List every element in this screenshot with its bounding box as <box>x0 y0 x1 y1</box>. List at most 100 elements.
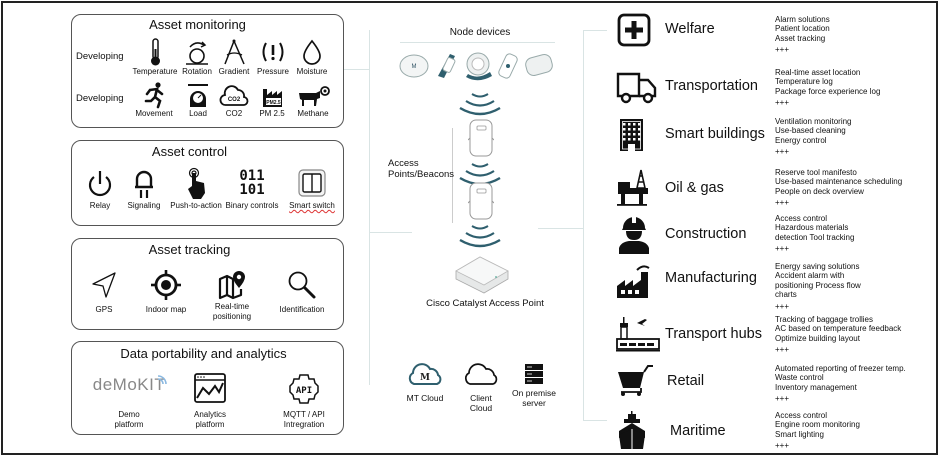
domain-retail: Retail Automated reporting of freezer te… <box>615 364 935 408</box>
domain-name: Retail <box>667 373 705 389</box>
feature-item: Smart lighting <box>775 429 824 439</box>
domain-manufacturing: Manufacturing Energy saving solutions Ac… <box>615 262 935 311</box>
feature-more: +++ <box>775 98 790 108</box>
tire-pressure-icon <box>262 42 284 62</box>
item-label: Pressure <box>256 67 289 76</box>
wireless-signal-icon <box>459 93 501 116</box>
monitoring-item-pm25: PM2.5 PM 2.5 <box>252 81 292 119</box>
demokit-logo: deMoKIT <box>90 374 168 404</box>
item-label: PM 2.5 <box>259 109 285 118</box>
power-icon <box>88 171 112 197</box>
feature-item: Waste control <box>775 373 824 383</box>
item-label: platform <box>195 420 225 429</box>
wall-switch-icon <box>298 169 326 197</box>
feature-item: positioning Process flow <box>775 280 861 290</box>
tag-sensor-icon <box>498 53 518 79</box>
server-label: server <box>522 398 546 408</box>
developing-label: Developing <box>76 93 124 104</box>
control-item-relay: Relay <box>80 167 120 211</box>
monitoring-item-load: Load <box>178 81 218 119</box>
item-label: Analytics <box>193 410 226 419</box>
server-icon <box>525 364 543 384</box>
water-drop-icon <box>303 39 321 65</box>
connector-line <box>370 232 412 233</box>
feature-item: Access control <box>775 214 828 223</box>
monitoring-item-pressure: Pressure <box>252 37 294 77</box>
ship-icon <box>619 411 645 449</box>
api-glyph: API <box>296 386 312 396</box>
monitoring-item-co2: CO2 CO2 <box>214 81 254 119</box>
control-item-smart-switch: Smart switch <box>284 167 340 211</box>
map-pin-icon <box>218 271 245 300</box>
feature-item: Accident alarm with <box>775 271 845 281</box>
feature-more: +++ <box>775 45 790 55</box>
feature-item: Energy control <box>775 135 827 145</box>
domain-oil-gas: Oil & gas Reserve tool manifesto Use-bas… <box>615 168 935 212</box>
tracking-item-indoor-map: Indoor map <box>138 269 194 315</box>
feature-item: Temperature log <box>775 77 833 87</box>
domain-name: Transport hubs <box>665 326 762 342</box>
on-premise-server: On premise server <box>512 362 556 408</box>
feature-more: +++ <box>775 394 790 404</box>
feature-more: +++ <box>775 244 790 254</box>
asset-tracking-panel: Asset tracking GPS Indoor map Real-time … <box>71 238 344 330</box>
item-label: Temperature <box>132 67 178 76</box>
shopping-cart-icon <box>618 365 653 396</box>
navigation-arrow-icon <box>92 272 116 298</box>
control-item-binary: 011 101 Binary controls <box>222 167 282 211</box>
cisco-access-point-icon <box>455 256 509 294</box>
truck-icon <box>616 72 657 104</box>
domain-features: Reserve tool manifesto Use-based mainten… <box>775 168 902 208</box>
feature-item: Hazardous materials <box>775 223 849 233</box>
monitoring-item-methane: Methane <box>288 81 338 119</box>
access-points-label-line2: Points/Beacons <box>388 169 455 180</box>
domain-name: Smart buildings <box>665 126 765 142</box>
feature-item: Automated reporting of freezer temp. <box>775 364 906 373</box>
feature-item: detection Tool tracking <box>775 232 855 242</box>
binary-top: 011 <box>239 168 265 184</box>
watch-sensor-icon <box>466 52 492 81</box>
domain-name: Construction <box>665 226 747 242</box>
node-devices-label: Node devices <box>449 27 511 38</box>
asset-control-panel: Asset control Relay Signaling Push-to-ac… <box>71 140 344 226</box>
svg-text:M: M <box>412 64 417 70</box>
panel-title: Asset tracking <box>148 242 231 257</box>
domain-transport-hubs: Transport hubs Tracking of baggage troll… <box>615 315 935 359</box>
cloud-label: Client Cloud <box>469 393 493 413</box>
item-label: Methane <box>297 109 329 118</box>
binary-bottom: 101 <box>239 182 265 198</box>
item-label: Intregration <box>283 420 325 429</box>
mt-cloud: M MT Cloud <box>404 362 446 403</box>
connector-line <box>369 30 370 385</box>
client-cloud: Client Cloud <box>458 362 504 413</box>
domain-features: Access control Engine room monitoring Sm… <box>775 411 860 451</box>
feature-item: People on deck overview <box>775 186 864 196</box>
target-locate-icon <box>151 270 181 300</box>
feature-more: +++ <box>775 301 790 311</box>
wifi-arc-icon <box>157 375 167 385</box>
domain-smart-buildings: Smart buildings Ventilation monitoring U… <box>615 117 935 161</box>
domain-features: Real-time asset location Temperature log… <box>775 68 880 108</box>
feature-item: Engine room monitoring <box>775 420 860 430</box>
feature-more: +++ <box>775 198 790 208</box>
cow-methane-icon <box>299 86 330 106</box>
factory-icon <box>617 265 650 298</box>
asset-monitoring-panel: Asset monitoring Developing Developing T… <box>71 14 344 128</box>
developing-label: Developing <box>76 51 124 62</box>
feature-item: Use-based cleaning <box>775 126 846 136</box>
wireless-signal-icon <box>459 225 501 248</box>
medical-cross-icon <box>617 13 651 47</box>
pm25-factory-icon: PM2.5 <box>263 89 282 107</box>
cloud-icon <box>465 363 498 385</box>
thermometer-icon <box>151 38 160 66</box>
led-signal-icon <box>135 170 153 198</box>
connector-line <box>538 228 583 229</box>
control-item-push: Push-to-action <box>168 167 224 211</box>
item-label: Rotation <box>182 67 212 76</box>
feature-more: +++ <box>775 345 790 355</box>
feature-item: Optimize building layout <box>775 333 860 343</box>
construction-worker-icon <box>619 217 649 254</box>
access-point-device-icon <box>468 119 494 157</box>
connector-line <box>452 128 453 223</box>
feature-item: Asset tracking <box>775 33 826 43</box>
